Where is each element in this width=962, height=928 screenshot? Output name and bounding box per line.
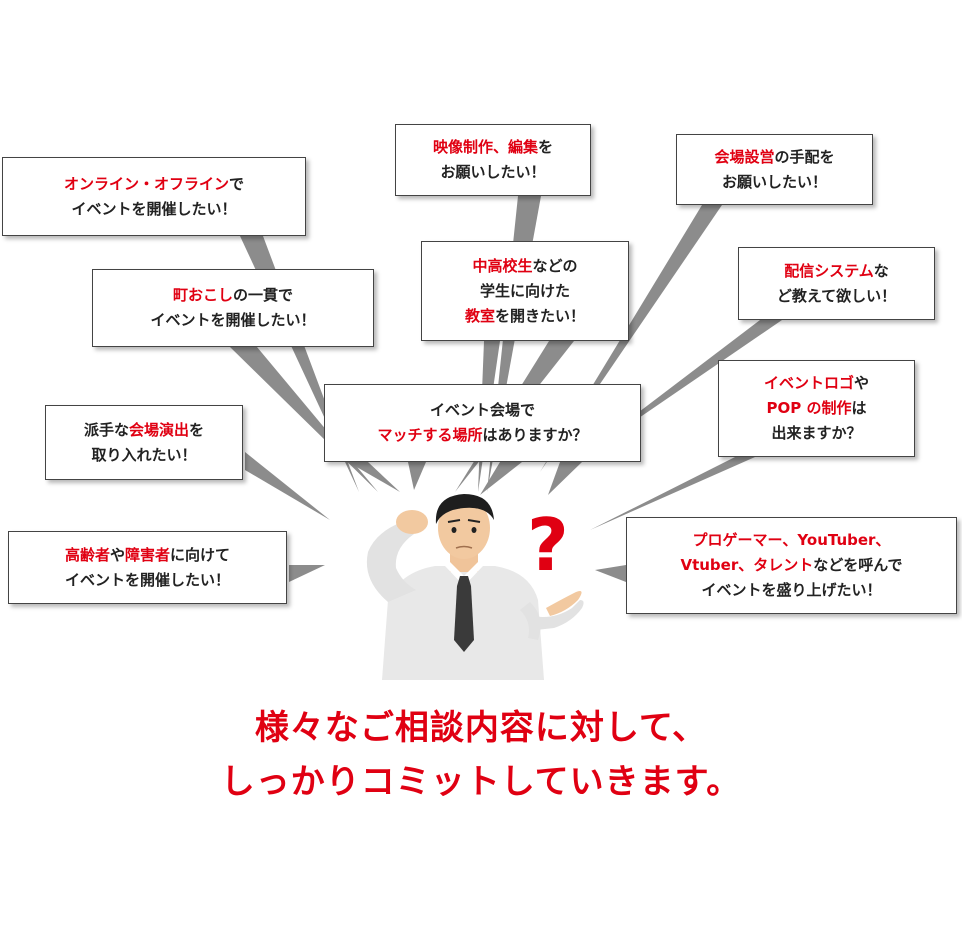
bubble-text-line: 会場設営の手配を [714,145,834,170]
bubble-text-segment: 教室 [464,306,495,325]
bubble-text-line: 学生に向けた [480,279,570,304]
bubble-text-segment: 町おこし [172,286,233,304]
bubble-text-segment: 中高校生 [472,256,533,275]
bubble-text-segment: の一貫で [233,286,294,304]
bubble-text-line: 派手な会場演出を [84,418,204,443]
bubble-text-segment: 会場設営 [714,147,775,166]
bubble-online-offline: オンライン・オフラインでイベントを開催したい！ [2,157,306,236]
bubble-text-line: お願いしたい！ [722,170,827,195]
question-mark-icon: ? [527,503,569,587]
bubble-text-line: ど教えて欲しい！ [777,284,896,309]
bubble-text-segment: などを呼んで [813,556,903,574]
bubble-text-segment: は [851,399,867,417]
bubble-text-line: プロゲーマー、YouTuber、 [693,528,891,553]
bubble-text-segment: や [109,545,125,564]
bubble-matching-venue: イベント会場でマッチする場所はありますか？ [324,384,641,462]
bubble-text-segment: オンライン・オフライン [63,174,229,193]
bubble-text-segment: の手配を [774,147,835,166]
bubble-text-segment: や [854,374,870,392]
bubble-text-segment: 取り入れたい！ [91,445,197,464]
bubble-text-line: 配信システムな [784,259,889,284]
bubble-text-line: POP の制作は [767,396,867,421]
bubble-students-class: 中高校生などの学生に向けた教室を開きたい！ [421,241,629,341]
confused-businessman-icon [366,494,584,680]
bubble-text-segment: に向けて [170,545,231,564]
headline-line-1: 様々なご相談内容に対して、 [254,708,708,748]
bubble-venue-effects: 派手な会場演出を取り入れたい！ [45,405,243,480]
bubble-text-segment: POP の制作 [766,399,852,417]
bubble-text-segment: Vtuber、タレント [680,556,814,574]
bubble-text-line: イベントを盛り上げたい！ [701,578,881,603]
bubble-text-segment: イベントを開催したい！ [64,570,230,589]
bubble-text-line: 中高校生などの [472,254,577,279]
bubble-text-segment: プロゲーマー、YouTuber、 [692,531,891,549]
bubble-text-line: 取り入れたい！ [91,443,196,468]
bubble-text-segment: を開きたい！ [495,306,586,325]
bubble-gamers-youtubers: プロゲーマー、YouTuber、 Vtuber、タレントなどを呼んでイベントを盛り… [626,517,957,614]
bubble-text-segment: イベントを盛り上げたい！ [701,581,882,599]
bubble-text-segment: イベントを開催したい！ [150,311,316,329]
bubble-text-segment: を [538,138,554,156]
bubble-text-segment: お願いしたい！ [440,163,546,181]
bubble-text-line: 映像制作、編集を [433,135,553,160]
bubble-text-segment: 映像制作、編集 [432,138,538,156]
headline-line-2: しっかりコミットしていきます。 [220,762,742,802]
bubble-streaming-system: 配信システムなど教えて欲しい！ [738,247,935,320]
bubble-text-line: Vtuber、タレントなどを呼んで [680,553,902,578]
bubble-text-segment: 会場演出 [128,420,189,439]
bubble-text-segment: イベントを開催したい！ [71,199,237,218]
bubble-text-segment: ど教えて欲しい！ [776,286,897,305]
bubble-text-segment: で [229,174,245,193]
bubble-town-revitalization: 町おこしの一貫でイベントを開催したい！ [92,269,374,347]
bubble-text-line: イベントロゴや [764,371,869,396]
bubble-text-segment: を [189,420,205,439]
bubble-text-segment: などの [532,256,578,275]
bubble-video-production: 映像制作、編集をお願いしたい！ [395,124,591,196]
bubble-text-line: イベントを開催したい！ [71,197,236,222]
bubble-text-segment: 派手な [83,420,129,439]
bubble-text-line: 教室を開きたい！ [465,304,585,329]
bubble-text-segment: 障害者 [125,545,171,564]
bubble-text-line: マッチする場所はありますか？ [377,423,587,448]
bubble-text-line: 出来ますか？ [771,421,861,446]
bubble-text-segment: 出来ますか？ [771,424,862,442]
bubble-text-segment: はありますか？ [482,426,588,444]
bubble-text-segment: 配信システム [784,261,874,280]
bubble-text-line: イベントを開催したい！ [65,568,230,593]
bubble-text-line: 高齢者や障害者に向けて [65,543,230,568]
bubble-text-segment: イベント会場で [429,401,535,419]
bubble-text-line: イベントを開催したい！ [150,308,315,333]
bubble-venue-setup: 会場設営の手配をお願いしたい！ [676,134,873,205]
bubble-elderly-disabled: 高齢者や障害者に向けてイベントを開催したい！ [8,531,287,604]
bubble-text-segment: お願いしたい！ [721,172,827,191]
bubble-text-segment: イベントロゴ [763,374,854,392]
bubble-text-segment: な [873,261,889,280]
bubble-text-line: オンライン・オフラインで [64,172,244,197]
bubble-text-line: お願いしたい！ [440,160,545,185]
bubble-text-line: イベント会場で [430,398,535,423]
bubble-text-segment: 高齢者 [64,545,110,564]
bubble-text-line: 町おこしの一貫で [173,283,293,308]
bubble-text-segment: マッチする場所 [377,426,483,444]
bubble-text-segment: 学生に向けた [479,281,570,300]
